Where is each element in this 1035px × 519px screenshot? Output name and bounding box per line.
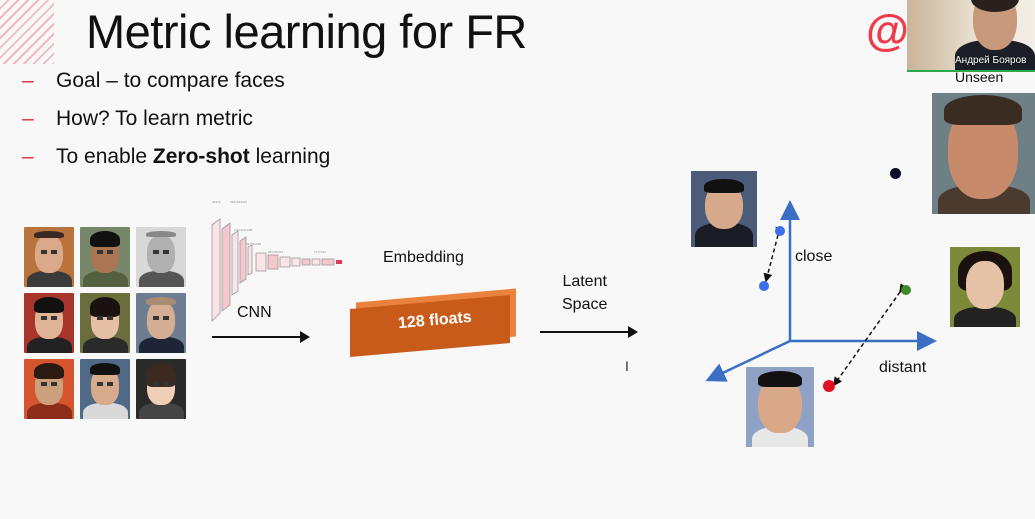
cnn-architecture-diagram: 224×3 224×224×64 112×112×128 56×56×256 28×… bbox=[211, 200, 342, 322]
latent-label-line2: Space bbox=[562, 296, 608, 313]
close-label: close bbox=[795, 248, 833, 265]
face-photo-green bbox=[950, 247, 1020, 327]
point-blue-2 bbox=[759, 281, 769, 291]
bullet-list: –Goal – to compare faces –How? To learn … bbox=[22, 68, 330, 182]
face-photo bbox=[136, 293, 186, 353]
face-photo-close bbox=[691, 171, 757, 247]
bullet-dash: – bbox=[22, 145, 34, 168]
z-axis bbox=[705, 339, 791, 382]
svg-text:224×3: 224×3 bbox=[212, 200, 221, 204]
face-image-grid bbox=[24, 227, 186, 421]
bullet-item: –To enable Zero-shot learning bbox=[22, 144, 330, 182]
face-photo bbox=[80, 293, 130, 353]
latent-space-label: Latent Space bbox=[562, 270, 607, 316]
bullet-text: Goal – to compare faces bbox=[56, 69, 285, 92]
svg-text:28×28×512: 28×28×512 bbox=[268, 250, 284, 254]
slide-title: Metric learning for FR bbox=[86, 5, 527, 58]
point-red bbox=[823, 380, 835, 392]
point-green bbox=[901, 285, 911, 295]
face-photo bbox=[136, 359, 186, 419]
webcam-video-tile[interactable]: Андрей Бояров bbox=[907, 0, 1035, 72]
face-photo bbox=[24, 227, 74, 287]
bullet-text-suffix: learning bbox=[249, 145, 331, 168]
bullet-text-prefix: To enable bbox=[56, 145, 153, 168]
point-blue-1 bbox=[775, 226, 785, 236]
point-black-unseen bbox=[890, 168, 901, 179]
face-photo bbox=[80, 359, 130, 419]
unseen-label: Unseen bbox=[955, 69, 1004, 85]
face-photo bbox=[80, 227, 130, 287]
face-photo-unseen bbox=[932, 93, 1035, 214]
face-photo bbox=[24, 359, 74, 419]
svg-text:112×112×128: 112×112×128 bbox=[234, 228, 252, 232]
corner-hatch-decoration bbox=[0, 0, 54, 64]
bullet-dash: – bbox=[22, 69, 34, 92]
svg-text:7×7×512: 7×7×512 bbox=[314, 250, 326, 254]
latent-space-plot bbox=[705, 200, 937, 387]
bullet-item: –How? To learn metric bbox=[22, 106, 330, 144]
face-photo bbox=[136, 227, 186, 287]
cnn-label: CNN bbox=[237, 304, 272, 321]
logo-at-icon: @ bbox=[866, 6, 909, 55]
bullet-text-bold: Zero-shot bbox=[152, 145, 250, 168]
face-photo bbox=[24, 293, 74, 353]
latent-label-line1: Latent bbox=[562, 273, 607, 290]
distant-label: distant bbox=[879, 359, 927, 376]
webcam-participant-name: Андрей Бояров bbox=[955, 55, 1027, 66]
bullet-item: –Goal – to compare faces bbox=[22, 68, 330, 106]
arrow-to-embedding bbox=[212, 331, 310, 343]
bullet-text: How? To learn metric bbox=[56, 107, 253, 130]
arrow-to-latent-space bbox=[540, 326, 638, 338]
svg-text:224×224×64: 224×224×64 bbox=[230, 200, 247, 204]
text-cursor-icon: I bbox=[625, 358, 629, 374]
embedding-label: Embedding bbox=[383, 249, 464, 266]
face-photo-distant bbox=[746, 367, 814, 447]
svg-text:56×56×256: 56×56×256 bbox=[246, 242, 262, 246]
bullet-dash: – bbox=[22, 107, 34, 130]
